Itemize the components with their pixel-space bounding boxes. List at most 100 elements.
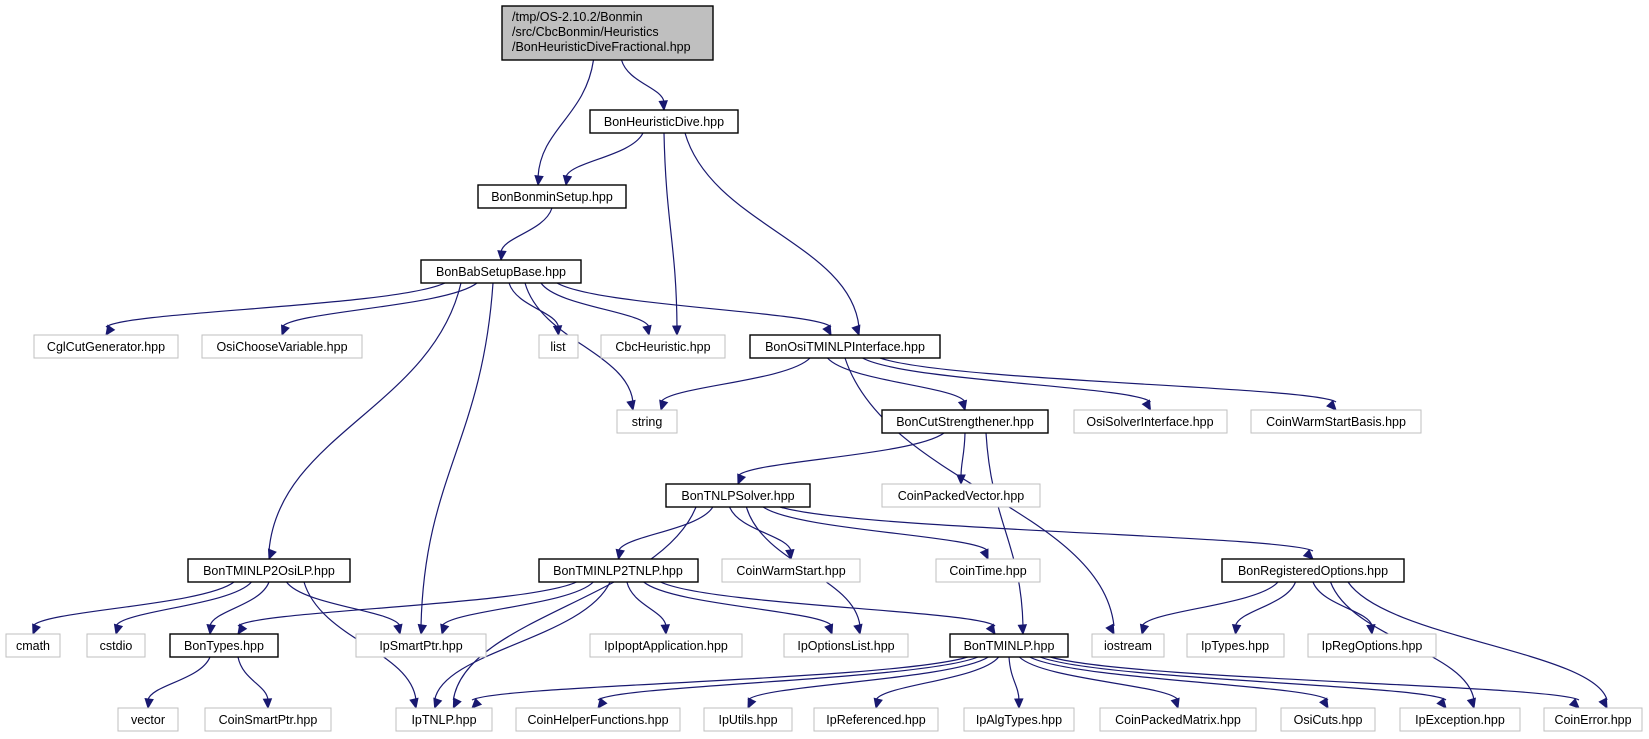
node-ositminlp[interactable]: BonOsiTMINLPInterface.hpp bbox=[749, 334, 941, 359]
node-label: IpSmartPtr.hpp bbox=[379, 639, 462, 653]
node-label: BonBabSetupBase.hpp bbox=[436, 265, 566, 279]
node-babsetup[interactable]: BonBabSetupBase.hpp bbox=[420, 259, 582, 284]
arrowhead bbox=[853, 623, 863, 636]
node-osichoose[interactable]: OsiChooseVariable.hpp bbox=[201, 334, 363, 359]
edge-regopts-to-coinerror bbox=[1347, 581, 1608, 701]
node-dive[interactable]: BonHeuristicDive.hpp bbox=[589, 109, 739, 134]
node-iptnlp[interactable]: IpTNLP.hpp bbox=[395, 707, 493, 732]
node-ipoptapp[interactable]: IpIpoptApplication.hpp bbox=[589, 633, 743, 658]
arrowhead bbox=[440, 623, 450, 636]
node-cmath[interactable]: cmath bbox=[5, 633, 61, 658]
edge-bontypes-to-vector bbox=[147, 656, 211, 701]
node-osisolver[interactable]: OsiSolverInterface.hpp bbox=[1073, 409, 1228, 434]
node-coinpackedvec[interactable]: CoinPackedVector.hpp bbox=[881, 483, 1041, 508]
node-iptypes[interactable]: IpTypes.hpp bbox=[1186, 633, 1285, 658]
edge-cutstr-to-tnlpsolver bbox=[737, 432, 945, 477]
node-cutstr[interactable]: BonCutStrengthener.hpp bbox=[881, 409, 1049, 434]
node-tminlp2osilp[interactable]: BonTMINLP2OsiLP.hpp bbox=[187, 558, 351, 583]
node-label: BonTNLPSolver.hpp bbox=[681, 489, 794, 503]
edge-cutstr-to-coinpackedvec bbox=[960, 432, 966, 477]
node-ipsmartptr[interactable]: IpSmartPtr.hpp bbox=[355, 633, 487, 658]
node-ipoptlist[interactable]: IpOptionsList.hpp bbox=[783, 633, 909, 658]
node-label: BonTMINLP2TNLP.hpp bbox=[553, 564, 683, 578]
node-iostream[interactable]: iostream bbox=[1091, 633, 1165, 658]
node-osicuts[interactable]: OsiCuts.hpp bbox=[1280, 707, 1376, 732]
arrowhead bbox=[433, 697, 443, 710]
arrowhead bbox=[1568, 698, 1580, 709]
node-tminlp2tnlp[interactable]: BonTMINLP2TNLP.hpp bbox=[538, 558, 699, 583]
edge-tminlp2osilp-to-cstdio bbox=[115, 581, 252, 627]
node-cglcut[interactable]: CglCutGenerator.hpp bbox=[33, 334, 179, 359]
arrowhead bbox=[534, 175, 544, 187]
node-label: IpIpoptApplication.hpp bbox=[604, 639, 728, 653]
node-label: IpReferenced.hpp bbox=[826, 713, 925, 727]
edge-bontminlp-to-osicuts bbox=[1029, 656, 1329, 701]
node-iputils[interactable]: IpUtils.hpp bbox=[703, 707, 793, 732]
node-label: CoinError.hpp bbox=[1554, 713, 1631, 727]
edge-tminlp2osilp-to-ipsmartptr bbox=[286, 581, 401, 627]
edge-tminlp2tnlp-to-ipsmartptr bbox=[441, 581, 594, 627]
node-root[interactable]: /tmp/OS-2.10.2/Bonmin /src/CbcBonmin/Heu… bbox=[501, 5, 714, 61]
arrowhead bbox=[1105, 623, 1115, 636]
node-string[interactable]: string bbox=[616, 409, 678, 434]
node-bontypes[interactable]: BonTypes.hpp bbox=[169, 633, 279, 658]
node-label: cmath bbox=[16, 639, 50, 653]
node-label: string bbox=[632, 415, 663, 429]
edge-bontminlp-to-ipalgtypes bbox=[1008, 656, 1020, 701]
arrowhead bbox=[979, 548, 989, 561]
node-coinwarmstart[interactable]: CoinWarmStart.hpp bbox=[721, 558, 861, 583]
edge-tminlp2tnlp-to-ipoptlist bbox=[643, 581, 833, 627]
node-label: vector bbox=[131, 713, 165, 727]
node-label: OsiSolverInterface.hpp bbox=[1086, 415, 1213, 429]
node-tnlpsolver[interactable]: BonTNLPSolver.hpp bbox=[665, 483, 811, 508]
node-coinhelper[interactable]: CoinHelperFunctions.hpp bbox=[515, 707, 681, 732]
node-label: BonOsiTMINLPInterface.hpp bbox=[765, 340, 925, 354]
node-regopts[interactable]: BonRegisteredOptions.hpp bbox=[1221, 558, 1405, 583]
node-coinpackedmat[interactable]: CoinPackedMatrix.hpp bbox=[1099, 707, 1257, 732]
node-ipexception[interactable]: IpException.hpp bbox=[1399, 707, 1521, 732]
arrowhead bbox=[144, 697, 154, 710]
node-bonminsetup[interactable]: BonBonminSetup.hpp bbox=[477, 184, 627, 209]
node-cstdio[interactable]: cstdio bbox=[86, 633, 146, 658]
node-list[interactable]: list bbox=[538, 334, 579, 359]
node-label: IpTypes.hpp bbox=[1201, 639, 1269, 653]
edge-ositminlp-to-string bbox=[660, 357, 811, 403]
arrowhead bbox=[671, 325, 682, 337]
arrowhead bbox=[747, 697, 757, 710]
arrowhead bbox=[1014, 698, 1024, 710]
arrowhead bbox=[1466, 697, 1476, 710]
node-coinwarmbasis[interactable]: CoinWarmStartBasis.hpp bbox=[1250, 409, 1422, 434]
edge-cutstr-to-bontminlp bbox=[985, 432, 1024, 627]
node-label: CglCutGenerator.hpp bbox=[47, 340, 165, 354]
arrowhead bbox=[409, 697, 419, 710]
edge-ositminlp-to-osisolver bbox=[862, 357, 1151, 403]
arrowhead bbox=[471, 697, 483, 709]
node-label: OsiChooseVariable.hpp bbox=[216, 340, 347, 354]
arrowhead bbox=[851, 324, 861, 337]
arrowhead bbox=[1139, 623, 1150, 636]
arrowhead bbox=[985, 623, 996, 636]
edge-tminlp2tnlp-to-bontypes bbox=[237, 581, 577, 627]
node-bontminlp[interactable]: BonTMINLP.hpp bbox=[949, 633, 1069, 658]
arrowhead bbox=[658, 100, 668, 112]
node-ipalgtypes[interactable]: IpAlgTypes.hpp bbox=[963, 707, 1075, 732]
node-coinsmartptr[interactable]: CoinSmartPtr.hpp bbox=[204, 707, 332, 732]
node-coinerror[interactable]: CoinError.hpp bbox=[1543, 707, 1643, 732]
arrowhead bbox=[1326, 399, 1337, 411]
root-line-3: /BonHeuristicDiveFractional.hpp bbox=[512, 40, 691, 54]
arrowhead bbox=[417, 623, 428, 636]
arrowhead bbox=[785, 548, 795, 561]
edge-babsetup-to-tminlp2osilp bbox=[268, 282, 462, 552]
edge-bontminlp-to-iptnlp bbox=[471, 656, 968, 701]
node-ipreferenced[interactable]: IpReferenced.hpp bbox=[813, 707, 939, 732]
node-label: IpRegOptions.hpp bbox=[1322, 639, 1423, 653]
node-vector[interactable]: vector bbox=[117, 707, 179, 732]
node-cointime[interactable]: CoinTime.hpp bbox=[935, 558, 1041, 583]
node-ipregopts[interactable]: IpRegOptions.hpp bbox=[1307, 633, 1437, 658]
arrowhead bbox=[452, 697, 462, 710]
arrowhead bbox=[393, 623, 403, 636]
node-cbcheur[interactable]: CbcHeuristic.hpp bbox=[600, 334, 726, 359]
node-label: CoinHelperFunctions.hpp bbox=[527, 713, 668, 727]
edge-tnlpsolver-to-iptnlp bbox=[452, 506, 697, 701]
arrowhead bbox=[1319, 697, 1329, 710]
